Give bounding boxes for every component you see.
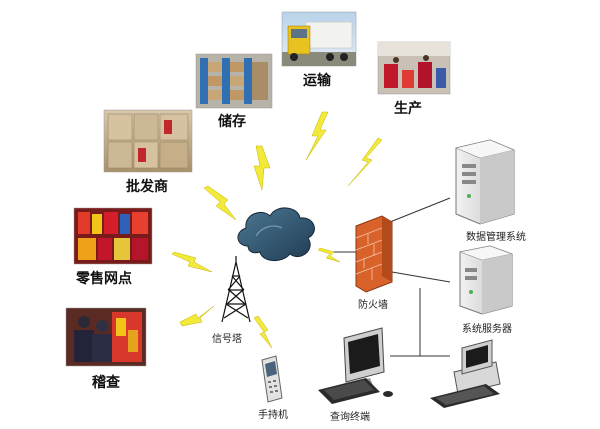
wire-firewall-db: [389, 197, 451, 223]
lightning-link-icon: [347, 137, 383, 187]
label-system-server: 系统服务器: [462, 324, 512, 335]
label-storage: 储存: [218, 114, 246, 130]
photo-storage: [195, 53, 273, 109]
lightning-link-icon: [203, 185, 237, 221]
photo-production: [377, 41, 451, 95]
wire-firewall-server: [391, 271, 451, 283]
photo-wholesaler: [103, 109, 193, 173]
wired-links: [326, 197, 451, 357]
lightning-link-icon: [253, 315, 273, 349]
label-database-system: 数据管理系统: [466, 232, 526, 243]
label-inspection: 稽查: [92, 375, 120, 391]
photo-inspection: [65, 307, 147, 367]
label-signal-tower: 信号塔: [212, 334, 242, 345]
photo-retail: [73, 207, 153, 265]
label-transport: 运输: [303, 73, 331, 89]
firewall-icon: [355, 215, 393, 293]
photo-transport: [281, 11, 357, 67]
network-cloud-icon: [237, 207, 315, 261]
lightning-link-icon: [171, 251, 213, 273]
label-query-terminal: 查询终端: [330, 412, 370, 423]
signal-tower-icon: [221, 256, 251, 323]
server-icon: [455, 139, 515, 225]
desktop-computer-icon: [430, 339, 501, 408]
server-icon: [458, 245, 514, 315]
lightning-link-icon: [317, 247, 341, 263]
desktop-computer-icon: [318, 327, 393, 404]
label-production: 生产: [394, 101, 422, 117]
lightning-link-icon: [305, 111, 329, 161]
lightning-link-icon: [179, 305, 215, 327]
label-retail: 零售网点: [76, 271, 132, 287]
label-firewall: 防火墙: [358, 300, 388, 311]
lightning-link-icon: [253, 145, 271, 191]
label-handheld: 手持机: [258, 410, 288, 421]
wireless-links: [171, 111, 383, 349]
handheld-device-icon: [261, 355, 283, 403]
label-wholesaler: 批发商: [126, 179, 168, 195]
